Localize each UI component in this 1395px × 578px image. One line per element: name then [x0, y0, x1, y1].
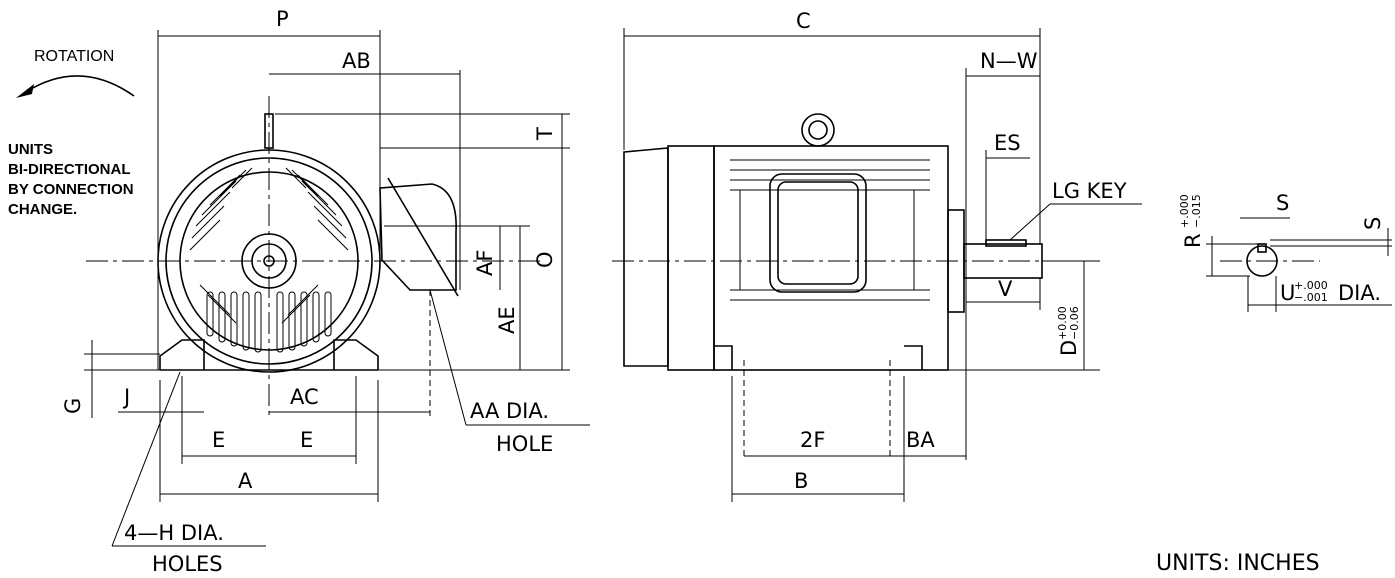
vent-slots-icon: [189, 167, 349, 324]
dim-label-C: C: [796, 9, 811, 33]
rotation-arrow-icon: [25, 75, 135, 97]
right-foot: [333, 339, 379, 370]
front-view: P AB T O AF AE G J AC E E: [61, 7, 590, 576]
shaft-end-view: R +.000 −.015 S S U +.000 −.001 DIA.: [1178, 191, 1392, 312]
dim-label-E-left: E: [212, 428, 225, 452]
dim-label-AF: AF: [473, 250, 497, 276]
note-H-holes: HOLES: [152, 552, 223, 576]
left-foot: [159, 339, 205, 370]
units-note-line2: BI-DIRECTIONAL: [8, 161, 131, 178]
dim-label-AE: AE: [495, 306, 519, 334]
conduit-box: [379, 183, 457, 291]
units-note-line4: CHANGE.: [8, 201, 77, 218]
side-conduit-box: [769, 173, 867, 293]
dim-label-G: G: [61, 398, 85, 414]
side-fan-cover: [623, 147, 669, 367]
shaft-hub: [241, 233, 297, 289]
units-inches-label: UNITS: INCHES: [1156, 551, 1320, 576]
rotation-label: ROTATION: [34, 48, 114, 65]
dim-label-AB: AB: [342, 49, 371, 73]
dim-label-U: U: [1280, 281, 1295, 305]
dim-label-NW: N—W: [980, 49, 1038, 73]
dim-U-tol-plus: +.000: [1294, 279, 1328, 292]
dim-label-S-horizontal: S: [1276, 191, 1289, 215]
dim-label-ES: ES: [994, 131, 1021, 155]
dim-label-BA: BA: [906, 428, 935, 452]
note-H-dia: 4—H DIA.: [124, 521, 224, 545]
dim-label-D: D: [1057, 340, 1081, 356]
dim-label-J: J: [122, 385, 130, 409]
dim-label-O: O: [533, 251, 557, 268]
dim-label-AC: AC: [290, 385, 319, 409]
rotation-note: ROTATION UNITS BI-DIRECTIONAL BY CONNECT…: [8, 48, 135, 218]
units-note-line1: UNITS: [8, 141, 53, 158]
lifting-eye: [264, 113, 274, 149]
dim-label-T: T: [533, 127, 557, 141]
dim-label-2F: 2F: [800, 428, 825, 452]
dim-label-V: V: [998, 277, 1013, 301]
dim-label-U-dia: DIA.: [1338, 281, 1381, 305]
dim-D-tol-plus: +0.00: [1056, 306, 1069, 340]
dim-label-B: B: [794, 469, 808, 493]
dim-label-S-vertical: S: [1361, 217, 1385, 230]
dim-label-R: R: [1181, 233, 1205, 248]
rotation-arrowhead-icon: [16, 84, 34, 98]
dim-label-P: P: [276, 7, 289, 31]
side-lifting-eye: [801, 113, 835, 147]
note-AA-hole: HOLE: [496, 432, 553, 456]
dim-R-tol-plus: +.000: [1178, 194, 1191, 228]
shaft-end-circle: [1246, 245, 1278, 277]
dim-U-tol-minus: −.001: [1294, 291, 1328, 304]
dim-R-tol-minus: −.015: [1190, 194, 1203, 228]
note-AA-dia: AA DIA.: [470, 399, 549, 423]
side-view: C N—W ES LG KEY V D +0.00 −0.06 2F BA B: [612, 9, 1142, 502]
note-LG-key: LG KEY: [1052, 179, 1127, 203]
units-note-line3: BY CONNECTION: [8, 181, 134, 198]
shaft-key: [985, 239, 1027, 247]
dim-label-A: A: [238, 469, 253, 493]
dim-label-E-right: E: [300, 428, 313, 452]
dim-D-tol-minus: −0.06: [1068, 306, 1081, 340]
